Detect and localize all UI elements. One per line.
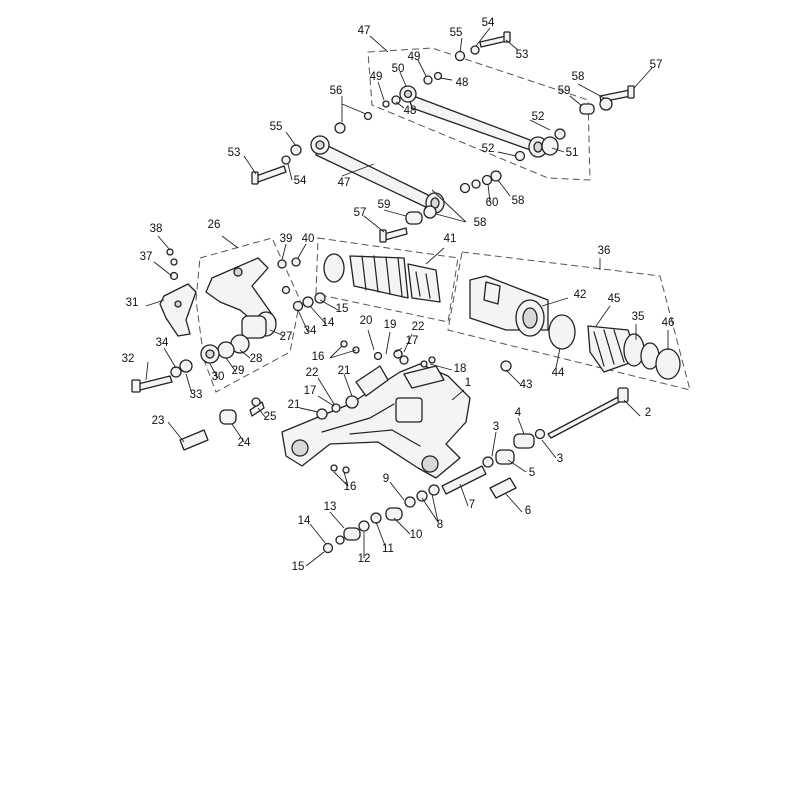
callout-number-20: 20 bbox=[360, 315, 373, 327]
callout-number-46: 46 bbox=[662, 317, 675, 329]
callout-number-32: 32 bbox=[122, 353, 135, 365]
callout-number-59: 59 bbox=[558, 85, 571, 97]
upper-link-rod-part bbox=[399, 85, 548, 158]
callout-number-51: 51 bbox=[566, 147, 579, 159]
group-outlines bbox=[195, 47, 691, 393]
swingarm-part bbox=[281, 363, 471, 479]
callout-number-3: 3 bbox=[493, 421, 499, 433]
callout-number-45: 45 bbox=[608, 293, 621, 305]
callout-number-21: 21 bbox=[288, 399, 301, 411]
callout-number-31: 31 bbox=[126, 297, 139, 309]
callout-number-55: 55 bbox=[450, 27, 463, 39]
callout-number-27: 27 bbox=[280, 331, 293, 343]
linkage-group-outline bbox=[195, 237, 301, 393]
callout-number-48: 48 bbox=[456, 77, 469, 89]
callout-number-11: 11 bbox=[382, 543, 394, 555]
callout-number-26: 26 bbox=[208, 219, 221, 231]
callout-number-60: 60 bbox=[486, 197, 499, 209]
callout-number-49: 49 bbox=[370, 71, 383, 83]
callout-number-2: 2 bbox=[645, 407, 651, 419]
callout-number-58: 58 bbox=[572, 71, 585, 83]
callout-number-16: 16 bbox=[312, 351, 325, 363]
callout-number-58: 58 bbox=[512, 195, 525, 207]
callout-number-7: 7 bbox=[469, 499, 475, 511]
callout-number-1: 1 bbox=[465, 377, 471, 389]
callout-number-5: 5 bbox=[529, 467, 535, 479]
callout-number-54: 54 bbox=[482, 17, 495, 29]
callout-number-12: 12 bbox=[358, 553, 371, 565]
callout-number-42: 42 bbox=[574, 289, 587, 301]
callout-number-36: 36 bbox=[598, 245, 611, 257]
callout-number-14: 14 bbox=[298, 515, 311, 527]
callout-number-57: 57 bbox=[650, 59, 663, 71]
callout-number-54: 54 bbox=[294, 175, 307, 187]
callout-number-3: 3 bbox=[557, 453, 563, 465]
callout-number-38: 38 bbox=[150, 223, 163, 235]
callout-number-47: 47 bbox=[358, 25, 371, 37]
callout-number-48: 48 bbox=[404, 105, 417, 117]
callout-number-17: 17 bbox=[406, 335, 419, 347]
callout-number-57: 57 bbox=[354, 207, 367, 219]
callout-number-17: 17 bbox=[304, 385, 317, 397]
callout-number-6: 6 bbox=[525, 505, 531, 517]
callout-number-13: 13 bbox=[324, 501, 337, 513]
spindle-part bbox=[441, 387, 629, 499]
linkage-fasteners bbox=[131, 248, 326, 393]
lower-link-rod-part bbox=[310, 135, 445, 214]
bracket-part bbox=[159, 283, 197, 337]
callout-number-49: 49 bbox=[408, 51, 421, 63]
callout-number-33: 33 bbox=[190, 389, 203, 401]
callout-number-37: 37 bbox=[140, 251, 153, 263]
left-pivot-parts bbox=[179, 409, 440, 554]
drive-housing-group-outline bbox=[447, 251, 691, 391]
callout-number-34: 34 bbox=[304, 325, 317, 337]
callout-number-30: 30 bbox=[212, 371, 225, 383]
boot-group-outline bbox=[315, 237, 459, 323]
callout-number-55: 55 bbox=[270, 121, 283, 133]
callout-number-43: 43 bbox=[520, 379, 533, 391]
callout-number-23: 23 bbox=[152, 415, 165, 427]
callout-number-53: 53 bbox=[228, 147, 241, 159]
callout-number-59: 59 bbox=[378, 199, 391, 211]
callout-number-28: 28 bbox=[250, 353, 263, 365]
upper-link-group-outline bbox=[367, 47, 591, 181]
callout-number-15: 15 bbox=[292, 561, 305, 573]
callout-number-4: 4 bbox=[515, 407, 522, 419]
leader-lines bbox=[145, 27, 669, 567]
callout-number-8: 8 bbox=[437, 519, 443, 531]
callout-number-58: 58 bbox=[474, 217, 487, 229]
callout-number-29: 29 bbox=[232, 365, 245, 377]
callout-number-53: 53 bbox=[516, 49, 529, 61]
callout-number-56: 56 bbox=[330, 85, 343, 97]
callout-number-19: 19 bbox=[384, 319, 397, 331]
callout-number-47: 47 bbox=[338, 177, 351, 189]
callout-number-52: 52 bbox=[532, 111, 545, 123]
callout-number-41: 41 bbox=[444, 233, 457, 245]
callout-number-22: 22 bbox=[412, 321, 425, 333]
upper-fasteners bbox=[251, 31, 635, 243]
callout-number-22: 22 bbox=[306, 367, 319, 379]
callout-number-10: 10 bbox=[410, 529, 423, 541]
callout-number-25: 25 bbox=[264, 411, 277, 423]
callout-number-14: 14 bbox=[322, 317, 335, 329]
callout-number-21: 21 bbox=[338, 365, 351, 377]
linkage-arm-part bbox=[200, 257, 277, 364]
drive-housing-part bbox=[469, 275, 681, 380]
callout-number-9: 9 bbox=[383, 473, 389, 485]
callout-number-24: 24 bbox=[238, 437, 251, 449]
callout-number-15: 15 bbox=[336, 303, 349, 315]
callout-number-18: 18 bbox=[454, 363, 467, 375]
callout-number-50: 50 bbox=[392, 63, 405, 75]
callout-number-39: 39 bbox=[280, 233, 293, 245]
callout-number-35: 35 bbox=[632, 311, 645, 323]
callout-number-44: 44 bbox=[552, 367, 565, 379]
callout-number-16: 16 bbox=[344, 481, 357, 493]
callout-number-40: 40 bbox=[302, 233, 315, 245]
callout-number-34: 34 bbox=[156, 337, 169, 349]
callout-number-52: 52 bbox=[482, 143, 495, 155]
rubber-boot-part bbox=[323, 253, 441, 303]
